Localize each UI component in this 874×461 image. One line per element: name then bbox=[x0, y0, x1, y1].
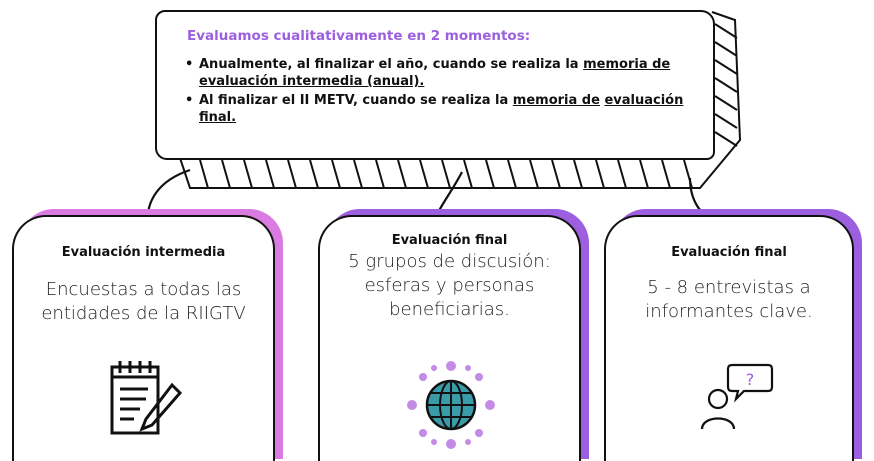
svg-text:?: ? bbox=[746, 370, 755, 389]
summary-bullet-final: Al finalizar el II METV, cuando se reali… bbox=[185, 92, 685, 126]
bullet-final-text: Al finalizar el II METV, cuando se reali… bbox=[199, 93, 509, 108]
bullet-final-link-1: memoria de bbox=[512, 93, 600, 108]
card-1-line-2: entidades de la RIIGTV bbox=[41, 303, 246, 324]
person-question-icon: ? bbox=[700, 363, 774, 430]
notepad-pencil-icon bbox=[110, 361, 183, 435]
summary-list: Anualmente, al finalizar el año, cuando … bbox=[185, 56, 685, 126]
card-2-line-3: beneficiarias. bbox=[389, 299, 510, 320]
globe-network-icon bbox=[407, 361, 495, 449]
card-2-title: Evaluación final bbox=[391, 233, 508, 248]
bullet-annual-text: Anualmente, al finalizar el año, cuando … bbox=[199, 57, 579, 72]
card-1-line-1: Encuestas a todas las bbox=[45, 279, 242, 300]
summary-box: Evaluamos cualitativamente en 2 momentos… bbox=[155, 10, 715, 160]
bullet-annual-link: memoria de evaluación intermedia (anual)… bbox=[199, 57, 671, 89]
summary-bullet-annual: Anualmente, al finalizar el año, cuando … bbox=[185, 56, 685, 90]
card-final-evaluation-interviews: Evaluación final 5 - 8 entrevistas a inf… bbox=[604, 215, 854, 461]
card-final-evaluation-groups: Evaluación final 5 grupos de discusión: … bbox=[318, 215, 581, 461]
card-intermediate-evaluation: Evaluación intermedia Encuestas a todas … bbox=[12, 215, 275, 461]
card-3-line-1: 5 - 8 entrevistas a bbox=[647, 277, 811, 298]
summary-title: Evaluamos cualitativamente en 2 momentos… bbox=[187, 28, 531, 44]
card-3-line-2: informantes clave. bbox=[645, 301, 813, 322]
card-1-title: Evaluación intermedia bbox=[61, 245, 226, 260]
bullet-final-link-2: evaluación final. bbox=[199, 93, 684, 125]
card-3-title: Evaluación final bbox=[671, 245, 787, 260]
card-2-line-2: esferas y personas bbox=[364, 275, 535, 296]
card-2-line-1: 5 grupos de discusión: bbox=[348, 251, 551, 272]
